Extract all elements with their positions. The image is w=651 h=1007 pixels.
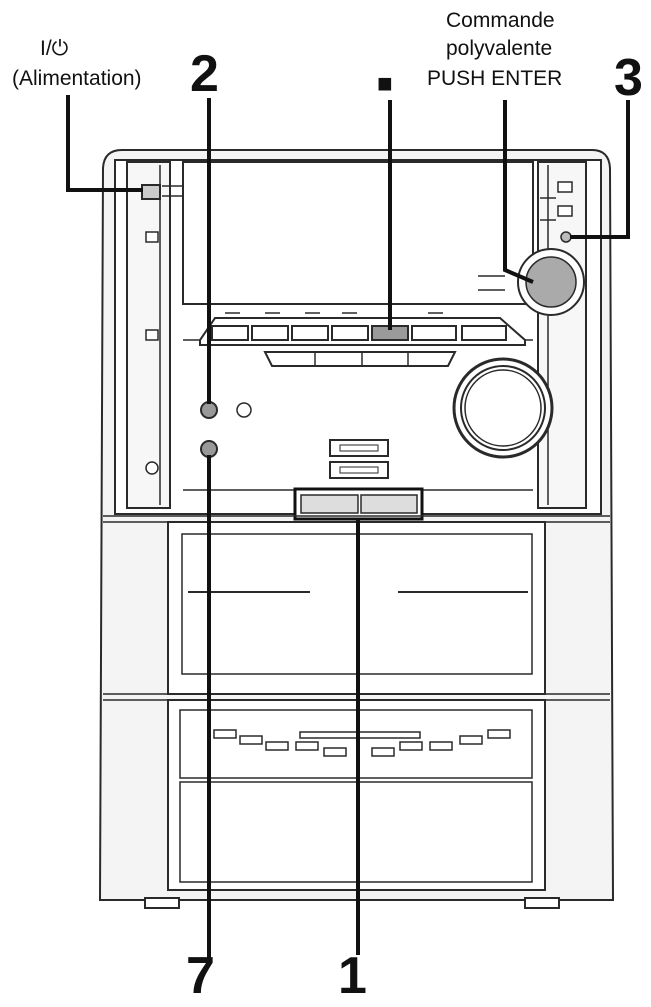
callout-number-7: 7 bbox=[186, 947, 215, 1005]
power-symbol-label: I/⏻ bbox=[40, 37, 69, 60]
callout-lines bbox=[66, 95, 630, 960]
button-7 bbox=[200, 440, 218, 458]
power-text-label: (Alimentation) bbox=[12, 67, 142, 90]
push-enter-leader bbox=[503, 100, 534, 284]
right-foot bbox=[524, 897, 560, 909]
callout-number-2: 2 bbox=[190, 45, 219, 103]
left-foot bbox=[144, 897, 180, 909]
power-button bbox=[141, 184, 161, 200]
transport-buttons bbox=[211, 325, 507, 341]
commande-label-line3: PUSH ENTER bbox=[427, 67, 563, 90]
callout-number-3: 3 bbox=[614, 49, 643, 107]
commande-label-line1: Commande bbox=[446, 9, 555, 32]
button-2 bbox=[200, 401, 218, 419]
cd-lid bbox=[182, 161, 534, 305]
callout-number-1: 1 bbox=[338, 947, 367, 1005]
power-leader bbox=[66, 95, 143, 192]
lower-button-row bbox=[263, 351, 457, 367]
commande-label-line2: polyvalente bbox=[446, 37, 553, 60]
stop-symbol-label: ■ bbox=[377, 68, 393, 98]
enter-button-indicator bbox=[560, 231, 572, 243]
leader-3 bbox=[570, 100, 630, 239]
